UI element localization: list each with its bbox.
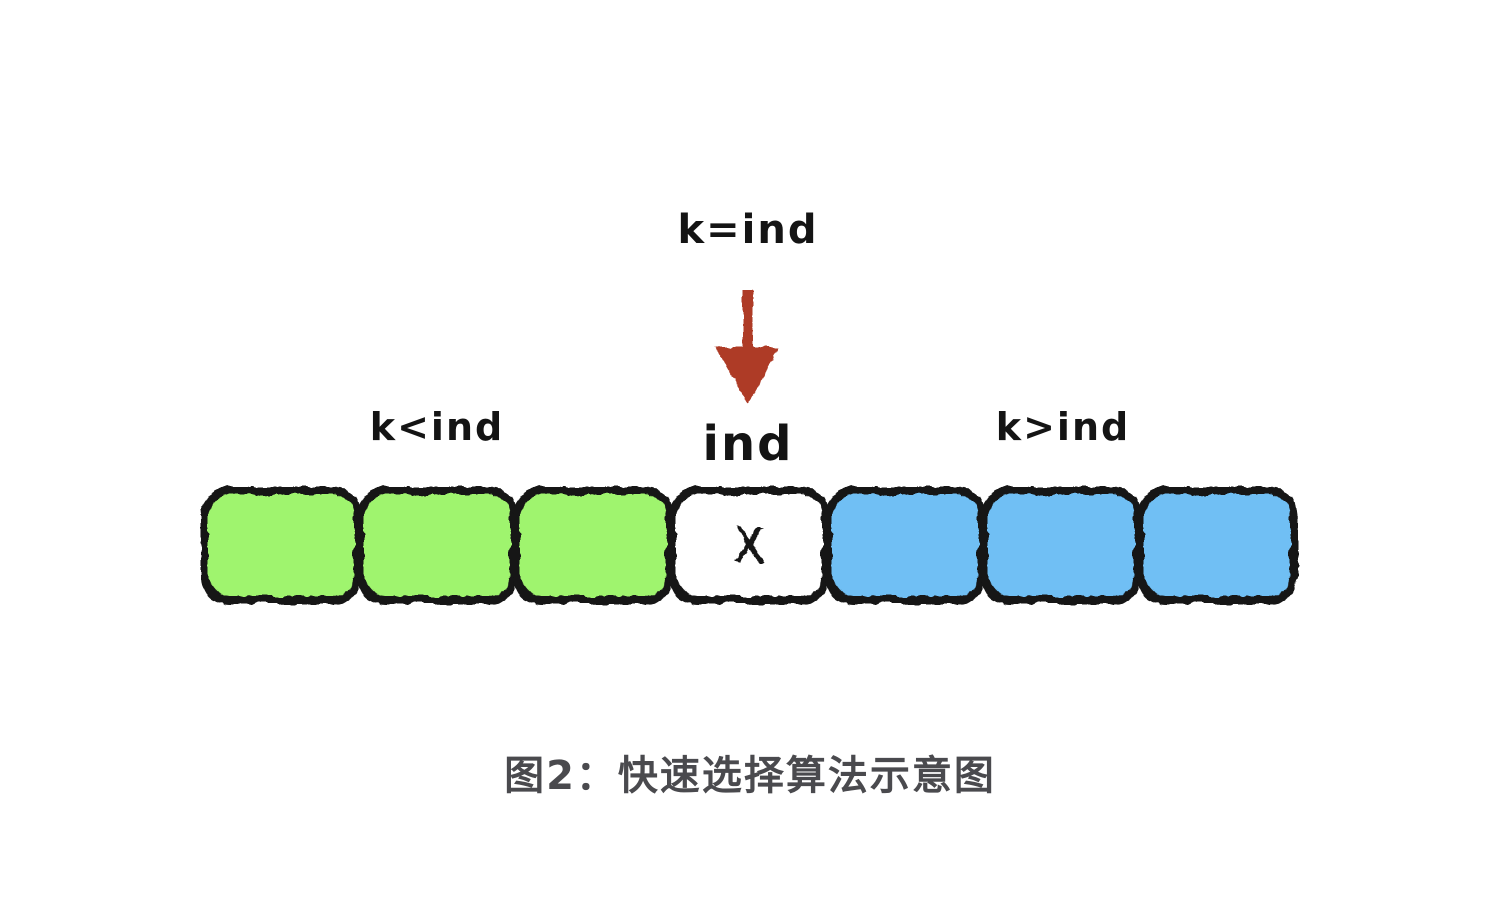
ind-label: ind <box>702 416 794 472</box>
array-row: X <box>201 487 1298 604</box>
array-cell <box>1137 487 1298 604</box>
figure-caption: 图2：快速选择算法示意图 <box>504 753 996 799</box>
array-cell <box>201 487 362 604</box>
array-cell: X <box>669 487 830 604</box>
down-arrow-icon <box>716 290 780 404</box>
array-cell <box>357 487 518 604</box>
k-less-than-ind-label: k<ind <box>369 405 505 449</box>
array-cell <box>513 487 674 604</box>
k-greater-than-ind-label: k>ind <box>995 405 1131 449</box>
array-cell <box>825 487 986 604</box>
array-cell <box>981 487 1142 604</box>
k-equals-ind-label: k=ind <box>677 207 819 253</box>
